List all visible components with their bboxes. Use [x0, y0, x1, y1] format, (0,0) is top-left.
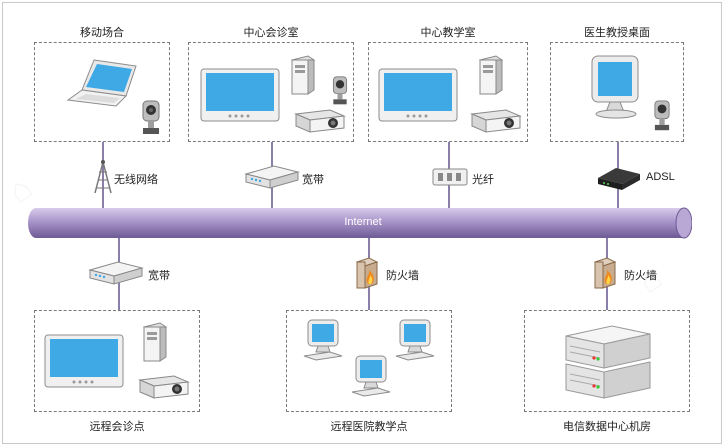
webcam-icon: [142, 100, 160, 134]
site-box-remote-consult: [34, 310, 200, 412]
site-title-teaching-room: 中心教学室: [420, 27, 476, 39]
site-title-consult-room: 中心会诊室: [243, 27, 299, 39]
fiber-panel-icon: [432, 168, 468, 186]
link-label-wireless: 无线网络: [114, 174, 158, 186]
site-title-mobile: 移动场合: [80, 27, 124, 39]
pc-tower-icon: [290, 55, 316, 95]
site-box-teaching-room: [368, 42, 528, 142]
pc-tower-icon: [478, 55, 504, 95]
site-title-doctor-desktop: 医生教授桌面: [584, 27, 650, 39]
desktop-pc-icon: [303, 319, 343, 361]
monitor-icon: [378, 68, 458, 122]
internet-backbone: [28, 207, 692, 239]
link-label-firewall: 防火墙: [386, 270, 419, 282]
link-label-broadband: 宽带: [302, 174, 324, 186]
broadband-router-icon: [88, 261, 144, 285]
monitor-icon: [200, 68, 280, 122]
backbone-label: Internet: [344, 216, 382, 228]
webcam-icon: [332, 76, 348, 105]
pc-tower-icon: [142, 322, 168, 362]
monitor-icon: [44, 334, 124, 388]
site-title-remote-consult: 远程会诊点: [89, 421, 145, 433]
projector-icon: [470, 109, 522, 133]
site-box-consult-room: [188, 42, 354, 142]
projector-icon: [138, 375, 190, 399]
link-label-broadband: 宽带: [148, 270, 170, 282]
diagram-frame: [2, 2, 722, 444]
link-label-fiber: 光纤: [472, 174, 494, 186]
site-box-doctor-desktop: [550, 42, 684, 142]
connector-line: [102, 142, 104, 208]
site-box-data-center: [524, 310, 690, 412]
firewall-icon: [593, 257, 617, 289]
lcd-monitor-icon: [591, 55, 639, 119]
wireless-tower-icon: [94, 160, 112, 194]
site-box-mobile: [34, 42, 170, 142]
link-label-firewall: 防火墙: [624, 270, 657, 282]
site-title-data-center: 电信数据中心机房: [563, 421, 651, 433]
site-title-remote-teaching: 远程医院教学点: [330, 421, 408, 433]
broadband-router-icon: [244, 165, 300, 189]
firewall-icon: [355, 257, 379, 289]
laptop-icon: [66, 59, 137, 107]
desktop-pc-icon: [351, 355, 391, 397]
desktop-pc-icon: [395, 319, 435, 361]
site-box-remote-teaching: [286, 310, 452, 412]
webcam-icon: [654, 100, 670, 131]
server-icon: [565, 325, 651, 399]
adsl-modem-icon: [598, 168, 640, 190]
projector-icon: [294, 109, 346, 133]
link-label-adsl: ADSL: [646, 171, 675, 183]
